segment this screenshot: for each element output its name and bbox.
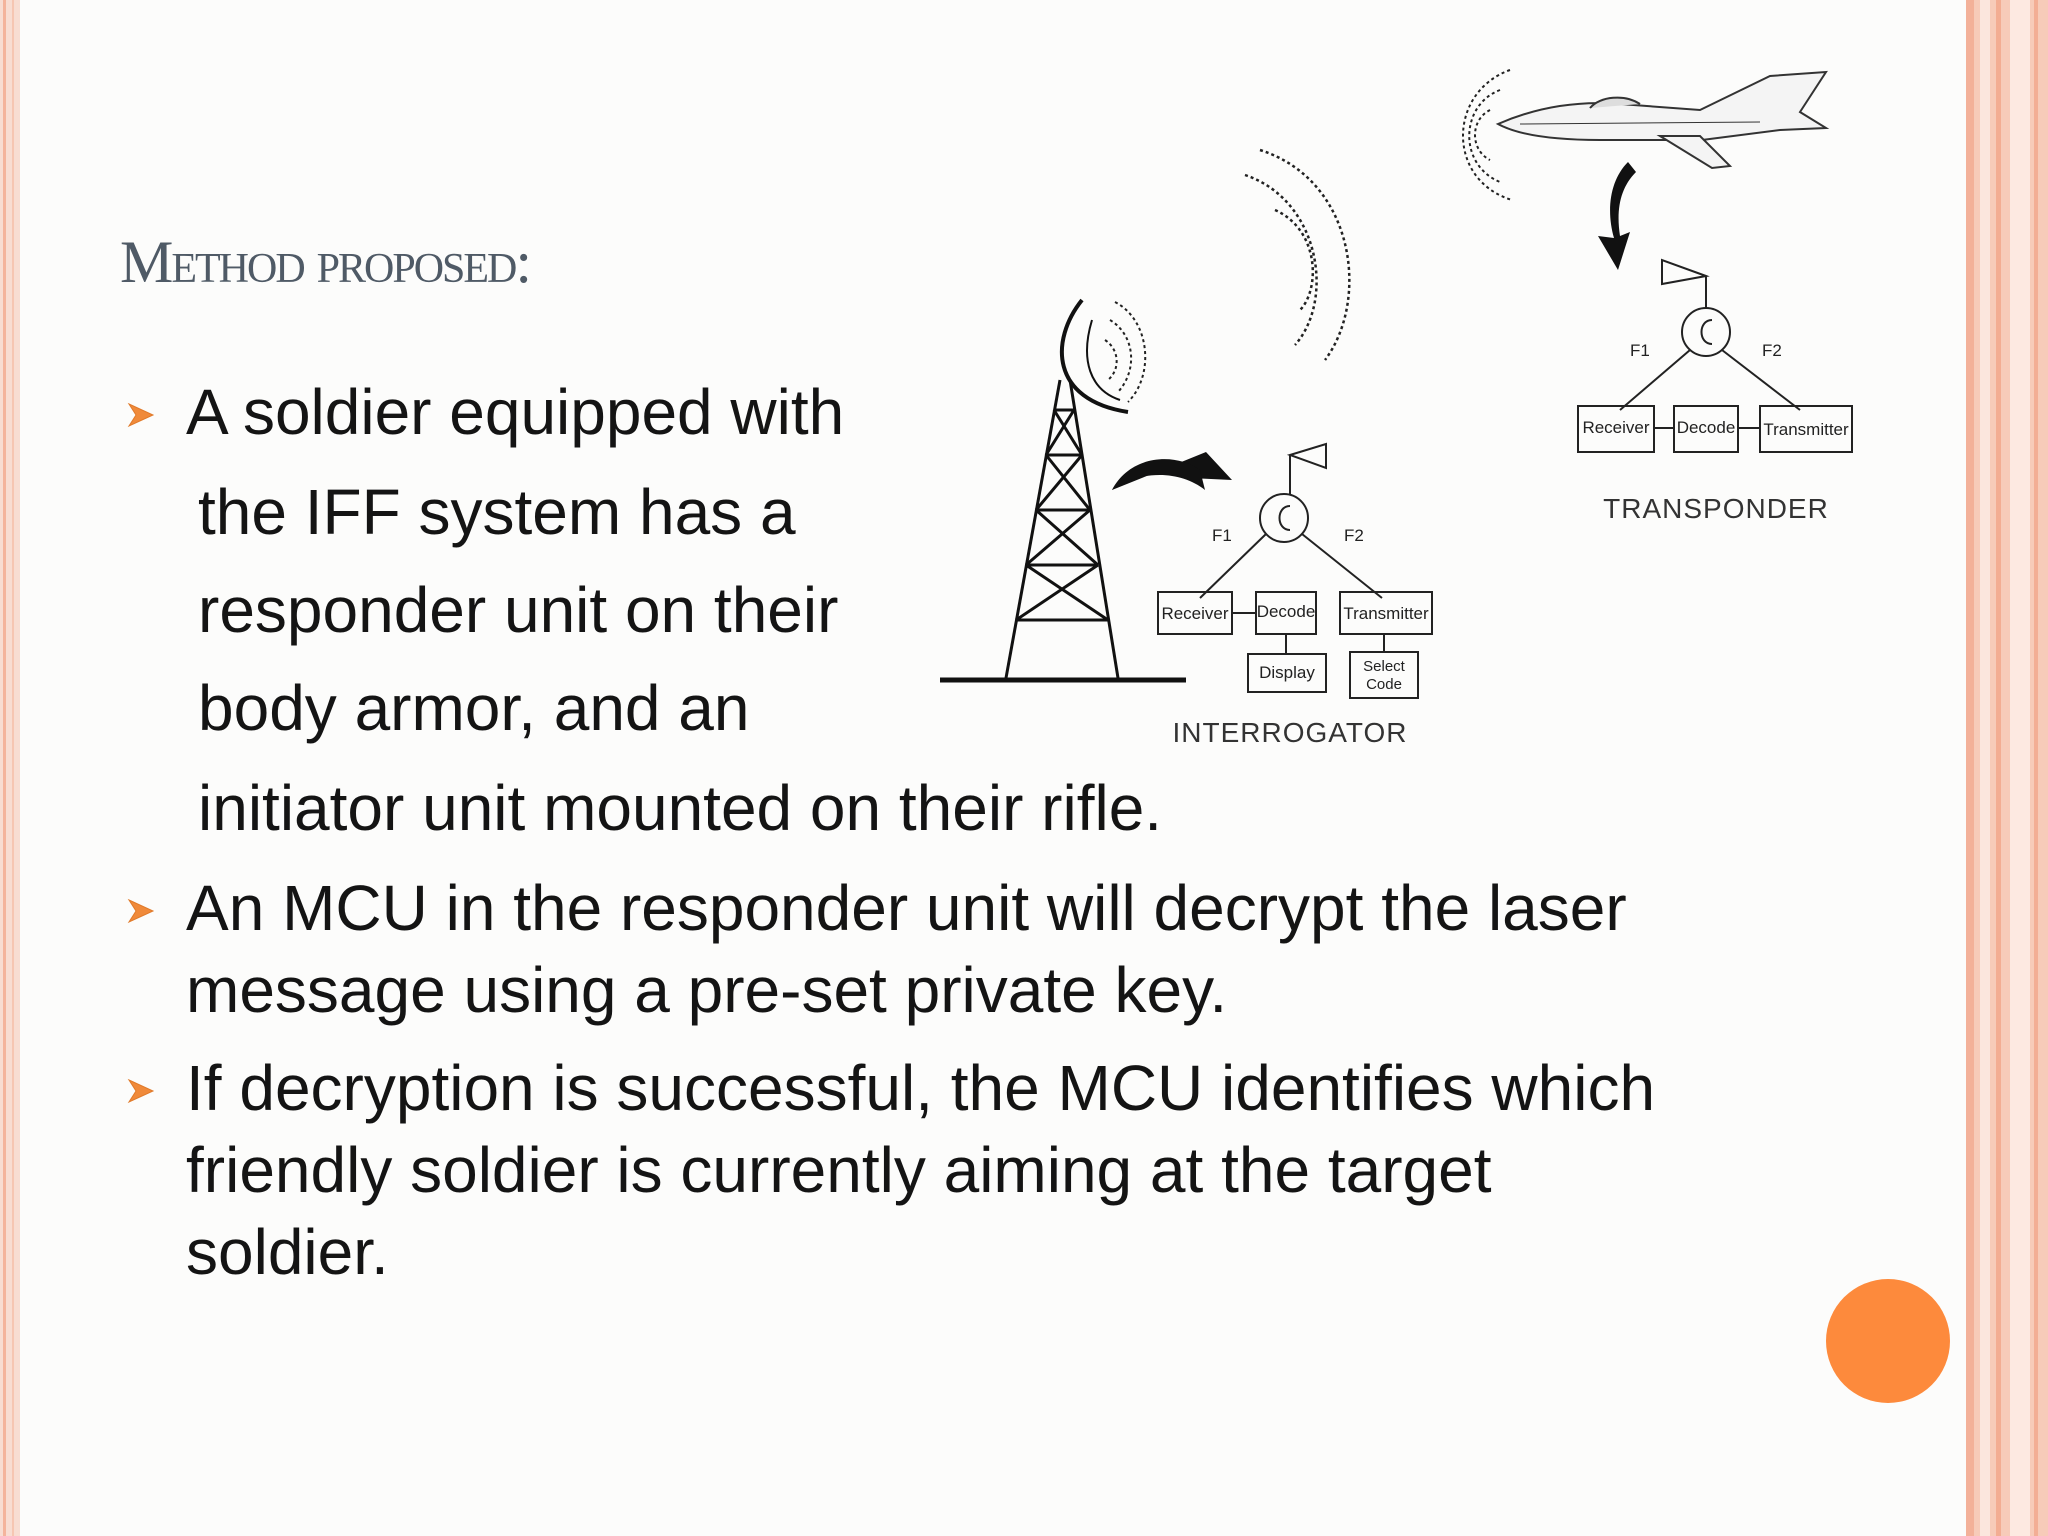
slide-title: Method proposed:	[120, 229, 532, 295]
arrow-to-interrogator-icon	[1112, 452, 1232, 490]
decorative-orange-circle	[1826, 1279, 1950, 1403]
jet-signal-icon	[1462, 69, 1513, 201]
bullet-arrow-icon	[127, 402, 155, 428]
transponder-decode-label: Decode	[1677, 418, 1736, 437]
bullet-1-line-2: the IFF system has a	[198, 476, 796, 548]
interrogator-decode-label: Decode	[1257, 602, 1316, 621]
interrogator-f1-label: F1	[1212, 526, 1232, 545]
bullet-arrow-icon	[127, 898, 155, 924]
interrogator-f2-label: F2	[1344, 526, 1364, 545]
bullet-2-line-1: An MCU in the responder unit will decryp…	[186, 872, 1627, 944]
radar-tower-icon	[1004, 298, 1129, 679]
interrogator-receiver-label: Receiver	[1161, 604, 1228, 623]
transponder-transmitter-label: Transmitter	[1763, 420, 1849, 439]
tower-signal-icon	[1104, 148, 1351, 403]
transponder-caption: TRANSPONDER	[1603, 493, 1829, 524]
bullet-arrow-icon	[127, 1078, 155, 1104]
interrogator-transmitter-label: Transmitter	[1343, 604, 1429, 623]
bullet-3-line-3: soldier.	[186, 1216, 389, 1288]
left-border	[0, 0, 20, 1536]
interrogator-select-label: Select	[1363, 658, 1406, 675]
iff-diagram: F1 F2 Receiver Decode Transmitter Displa…	[940, 69, 1853, 748]
jet-aircraft-icon	[1495, 70, 1830, 170]
transponder-f1-label: F1	[1630, 341, 1650, 360]
bullet-2-line-2: message using a pre-set private key.	[186, 954, 1228, 1026]
transponder-f2-label: F2	[1762, 341, 1782, 360]
bullet-1-line-3: responder unit on their	[198, 574, 839, 646]
transponder-unit	[1577, 258, 1853, 453]
arrow-to-transponder-icon	[1598, 162, 1636, 270]
interrogator-unit	[1157, 442, 1433, 699]
interrogator-display-label: Display	[1259, 663, 1315, 682]
bullet-3-line-2: friendly soldier is currently aiming at …	[186, 1134, 1492, 1206]
bullet-1-line-4: body armor, and an	[198, 672, 750, 744]
interrogator-code-label: Code	[1366, 676, 1402, 693]
bullet-1-line-1: A soldier equipped with	[186, 376, 845, 448]
bullet-1-line-5: initiator unit mounted on their rifle.	[198, 772, 1163, 844]
bullet-3-line-1: If decryption is successful, the MCU ide…	[186, 1052, 1656, 1124]
transponder-receiver-label: Receiver	[1582, 418, 1649, 437]
interrogator-caption: INTERROGATOR	[1173, 717, 1408, 748]
right-border	[1966, 0, 2048, 1536]
